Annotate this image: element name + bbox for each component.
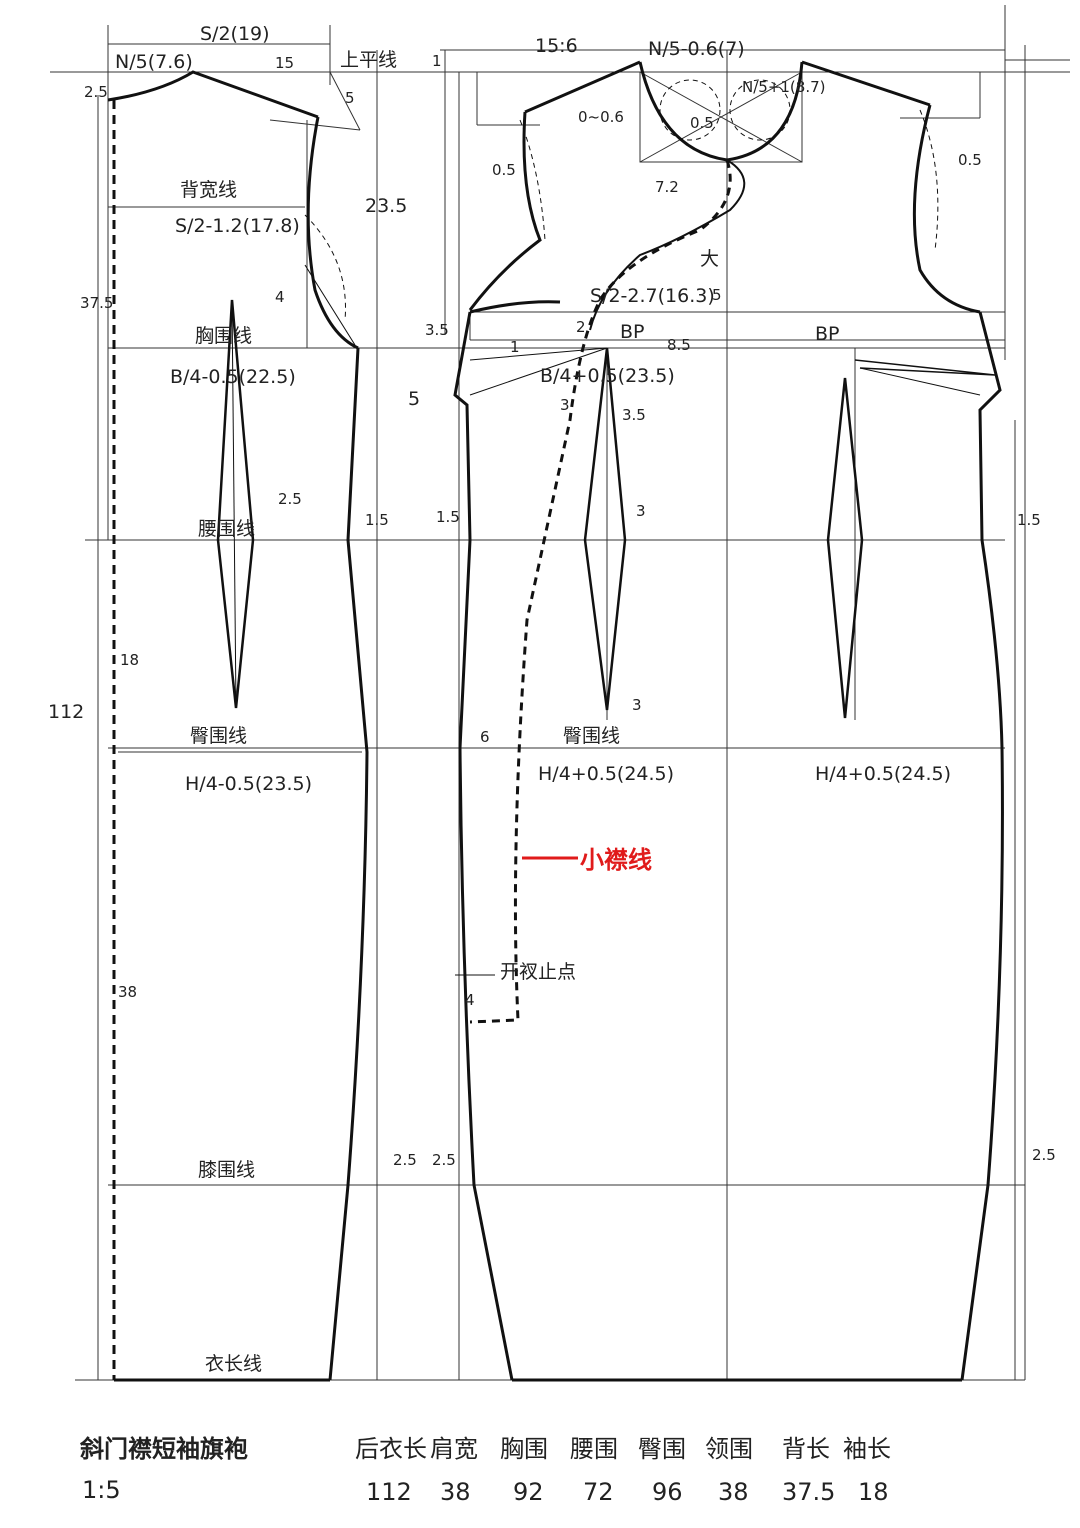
measure-front-neck-width: N/5-0.6(7) [648,38,745,60]
measure-right-waist-15: 1.5 [1017,511,1041,529]
measure-front-hip-right: H/4+0.5(24.5) [815,763,951,785]
measure-front-35: 3.5 [425,321,449,339]
footer: 斜门襟短袖旗袍 1:5 后衣长 肩宽 胸围 腰围 臀围 领围 背长 袖长 112… [79,1435,891,1506]
waist-line-label: 腰围线 [198,518,255,540]
measure-front-hip-left: H/4+0.5(24.5) [538,763,674,785]
pleat-char-label: 大 [700,248,719,270]
measure-front-neck-05: 0.5 [690,114,714,132]
measure-front-shoulder-156: 15:6 [535,35,578,57]
measure-back-shoulder-15: 15 [275,54,294,72]
measure-back-shoulder-5: 5 [345,89,355,107]
size-val-1: 38 [440,1478,471,1506]
measure-front-arm-05: 0.5 [492,161,516,179]
measure-front-waist-dart-3: 3 [636,502,646,520]
measure-front-dart-1: 1 [510,338,520,356]
measure-back-waist-side-15: 1.5 [365,511,389,529]
measure-back-neck-rise: 2.5 [84,83,108,101]
knee-line-label: 膝围线 [198,1159,255,1181]
hem-line-label: 衣长线 [205,1353,262,1375]
size-val-0: 112 [366,1478,412,1506]
measure-front-offset-1: 1 [432,52,442,70]
measure-front-dart-3: 3 [560,396,570,414]
size-col-1: 肩宽 [430,1435,478,1463]
hip-line-label-front: 臀围线 [563,725,620,747]
size-col-6: 背长 [782,1435,830,1463]
measure-back-width: S/2-1.2(17.8) [175,215,300,237]
shoulder-level-line-label: 上平线 [340,49,397,71]
measure-back-armhole-depth: 23.5 [365,195,407,217]
measure-front-width-5: 5 [712,286,722,304]
hip-line-label-back: 臀围线 [190,725,247,747]
measure-right-knee-25: 2.5 [1032,1146,1056,1164]
back-width-line-label: 背宽线 [180,179,237,201]
chest-line-label: 胸围线 [195,325,252,347]
bp-label-left: BP [620,321,645,343]
size-val-6: 37.5 [782,1478,835,1506]
size-val-3: 72 [583,1478,614,1506]
measure-front-dart-5: 5 [408,388,420,410]
measure-front-chest: B/4+0.5(23.5) [540,365,675,387]
measure-front-hip-6: 6 [480,728,490,746]
pattern-labels: 上平线 背宽线 胸围线 腰围线 臀围线 臀围线 膝围线 衣长线 小襟线 开衩止点… [180,49,840,1375]
size-col-3: 腰围 [570,1435,618,1463]
pattern-title: 斜门襟短袖旗袍 [79,1435,248,1463]
size-col-5: 领围 [705,1435,753,1463]
measure-back-dart-4: 4 [275,288,285,306]
measure-back-waist-dart-25: 2.5 [278,490,302,508]
measure-back-neck-width: N/5(7.6) [115,51,193,73]
pattern-measurements: S/2(19) N/5(7.6) 15 5 2.5 23.5 S/2-1.2(1… [48,23,1056,1169]
measure-front-dart-35b: 3.5 [622,406,646,424]
size-val-2: 92 [513,1478,544,1506]
measure-right-arm-05: 0.5 [958,151,982,169]
size-col-0: 后衣长 [355,1435,427,1463]
pattern-scale: 1:5 [82,1476,121,1504]
measure-front-shoulder-adj: 0~0.6 [578,108,624,126]
construction-lines [50,5,1070,1381]
measure-back-half-shoulder: S/2(19) [200,23,270,45]
measure-back-hip: H/4-0.5(23.5) [185,773,312,795]
measure-front-waist-15: 1.5 [436,508,460,526]
size-val-5: 38 [718,1478,749,1506]
measure-hip-to-knee: 38 [118,983,137,1001]
size-col-2: 胸围 [500,1435,548,1463]
size-col-4: 臀围 [638,1435,686,1463]
measure-slit-4: 4 [465,991,475,1009]
measure-back-length-side: 37.5 [80,294,113,312]
measure-front-knee-25: 2.5 [432,1151,456,1169]
size-col-7: 袖长 [843,1435,891,1463]
measure-back-chest: B/4-0.5(22.5) [170,366,296,388]
size-val-4: 96 [652,1478,683,1506]
small-placket-line-label: 小襟线 [580,846,652,874]
measure-waist-to-hip: 18 [120,651,139,669]
measure-front-width: S/2-2.7(16.3) [590,285,715,307]
measure-front-hip-dart-3: 3 [632,696,642,714]
size-val-7: 18 [858,1478,889,1506]
measure-front-neck-depth: N/5+1(8.7) [742,78,826,96]
back-panel [107,70,369,1382]
measure-total-length: 112 [48,701,84,723]
bp-label-right: BP [815,323,840,345]
slit-stop-point-label: 开衩止点 [500,961,576,983]
measure-front-72: 7.2 [655,178,679,196]
measure-front-2: 2 [576,318,586,336]
measure-front-85: 8.5 [667,336,691,354]
front-panel [453,60,1004,1382]
measure-back-knee-25: 2.5 [393,1151,417,1169]
